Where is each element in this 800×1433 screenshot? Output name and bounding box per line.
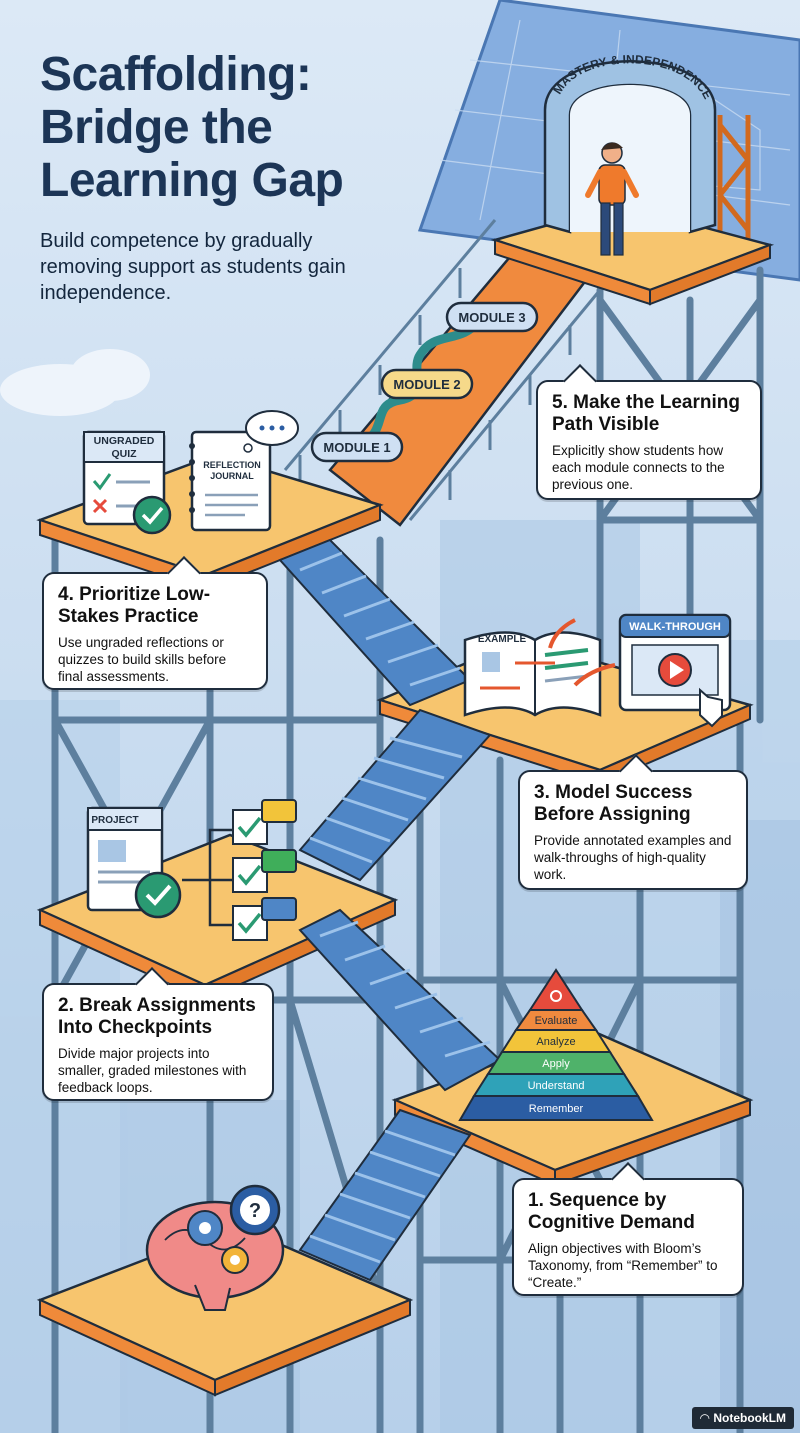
page-subtitle: Build competence by gradually removing s… [40, 230, 346, 304]
callout-step-5: 5. Make the Learning Path Visible Explic… [536, 364, 762, 500]
step-1-body: Align objectives with Bloom’s Taxonomy, … [528, 1241, 718, 1290]
project-document-icon [86, 806, 182, 919]
notebooklm-logo-icon: ◠ [700, 1411, 710, 1425]
project-label: PROJECT [91, 815, 138, 826]
pyramid-level-apply: Apply [542, 1058, 570, 1070]
example-book-icon [463, 618, 616, 717]
pyramid-level-analyze: Analyze [536, 1036, 575, 1048]
staircase-2 [298, 908, 502, 1092]
brand-label: NotebookLM [713, 1411, 786, 1425]
callout-step-1: 1. Sequence by Cognitive Demand Align ob… [512, 1162, 744, 1296]
step-4-heading: 4. Prioritize Low-Stakes Practice [58, 584, 211, 627]
checkpoint-branches [182, 828, 232, 927]
module-1-badge: MODULE 1 [310, 431, 404, 463]
pyramid-labels: Evaluate Analyze Apply Understand Rememb… [528, 1015, 585, 1115]
pyramid-level-understand: Understand [528, 1080, 585, 1092]
module-1-label: MODULE 1 [323, 440, 390, 455]
callout-step-4: 4. Prioritize Low-Stakes Practice Use un… [42, 556, 268, 690]
step-3-heading: 3. Model Success Before Assigning [534, 782, 693, 825]
module-2-badge: MODULE 2 [380, 368, 474, 400]
module-3-label: MODULE 3 [458, 310, 525, 325]
module-2-label: MODULE 2 [393, 377, 460, 392]
student-figure [585, 142, 639, 256]
step-3-body: Provide annotated examples and walk-thro… [534, 833, 732, 882]
page-title: Scaffolding: Bridge the Learning Gap [40, 48, 344, 207]
callout-step-2: 2. Break Assignments Into Checkpoints Di… [42, 967, 274, 1101]
pyramid-level-evaluate: Evaluate [535, 1015, 578, 1027]
pyramid-level-remember: Remember [529, 1103, 584, 1115]
walkthrough-label: WALK-THROUGH [629, 621, 721, 633]
step-5-heading: 5. Make the Learning Path Visible [552, 392, 740, 435]
cloud-shape [0, 349, 150, 416]
step-2-body: Divide major projects into smaller, grad… [58, 1046, 247, 1095]
staircase-1 [298, 1108, 472, 1282]
step-5-body: Explicitly show students how each module… [552, 443, 725, 492]
ungraded-quiz-icon [82, 430, 172, 535]
checkpoint-icons [232, 799, 297, 941]
callout-step-3: 3. Model Success Before Assigning Provid… [518, 754, 748, 890]
brand-badge: ◠NotebookLM [692, 1407, 794, 1429]
brain-gears-icon: ? [145, 1184, 285, 1311]
step-4-body: Use ungraded reflections or quizzes to b… [58, 635, 227, 684]
blooms-pyramid [458, 968, 654, 1121]
mastery-arch [543, 60, 717, 234]
reflection-journal-icon [189, 410, 299, 532]
step-1-heading: 1. Sequence by Cognitive Demand [528, 1190, 695, 1233]
example-label: EXAMPLE [478, 634, 527, 645]
question-mark-glyph: ? [249, 1200, 261, 1222]
module-3-badge: MODULE 3 [445, 301, 539, 333]
step-2-heading: 2. Break Assignments Into Checkpoints [58, 995, 256, 1038]
walkthrough-video-icon [618, 613, 732, 728]
staircase-3 [298, 708, 492, 882]
